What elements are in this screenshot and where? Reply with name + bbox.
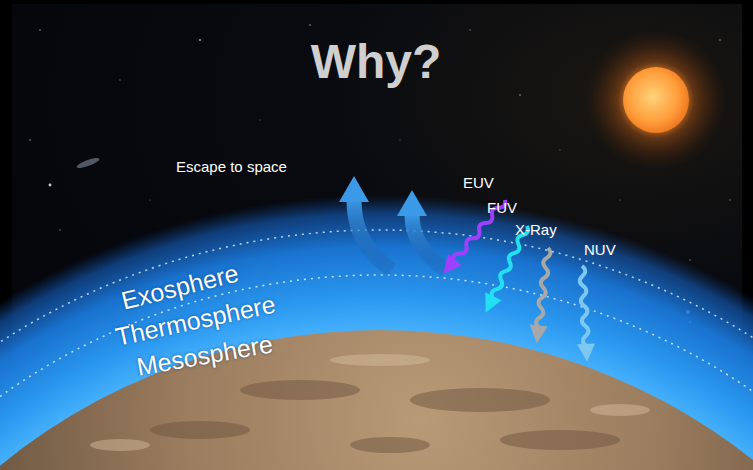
- radiation-label: FUV: [487, 200, 517, 217]
- title: Why?: [311, 36, 442, 89]
- escape-label: Escape to space: [176, 159, 287, 176]
- nuv-arrow: [573, 266, 596, 363]
- escape-arrows: [339, 176, 446, 270]
- xray-arrow: [528, 247, 557, 344]
- radiation-label: EUV: [463, 175, 494, 192]
- radiation-label: X-Ray: [515, 222, 557, 239]
- radiation-label: NUV: [584, 242, 616, 259]
